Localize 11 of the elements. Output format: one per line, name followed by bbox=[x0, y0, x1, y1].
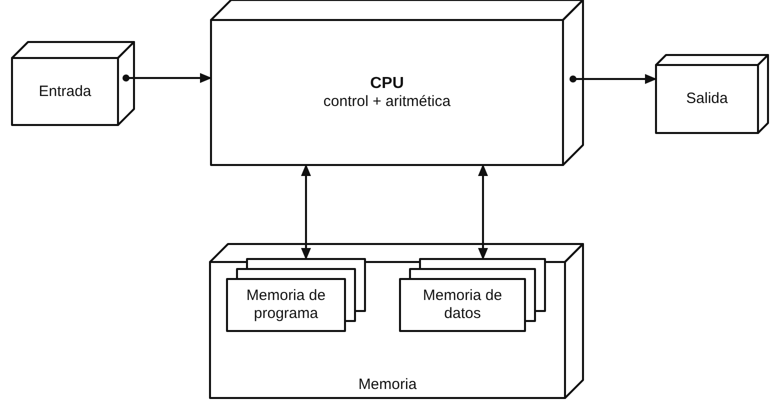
cpu-description: control + aritmética bbox=[323, 93, 451, 112]
cpu-title: CPU bbox=[370, 74, 404, 94]
arrow bbox=[478, 164, 488, 260]
arrow bbox=[122, 73, 212, 83]
memory-label: Memoria de programa bbox=[245, 287, 327, 323]
memory-label: Memoria de datos bbox=[422, 287, 504, 323]
output-label: Salida bbox=[686, 90, 728, 108]
arrow bbox=[301, 164, 311, 260]
memory-label: Memoria bbox=[358, 376, 417, 394]
arrow bbox=[570, 74, 657, 84]
input-label: Entrada bbox=[38, 82, 92, 100]
